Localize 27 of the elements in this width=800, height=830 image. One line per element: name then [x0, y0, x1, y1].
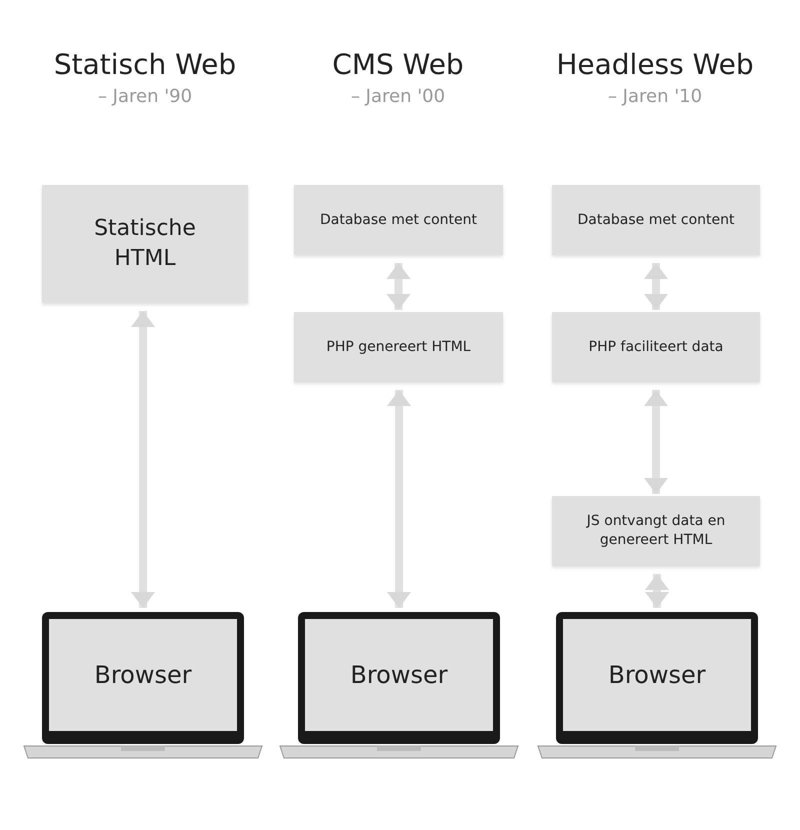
double-arrow: [131, 311, 155, 608]
box-label: Database met content: [320, 210, 478, 230]
screen-label: Browser: [350, 660, 448, 691]
column-title: CMS Web: [332, 48, 464, 81]
double-arrow: [644, 263, 668, 310]
box-label: PHP genereert HTML: [326, 338, 471, 356]
box-label: Database met content: [577, 210, 735, 230]
box-label: JS ontvangt data en genereert HTML: [585, 512, 726, 550]
era-subtitle: – Jaren '10: [608, 86, 702, 107]
box-label: Statische HTML: [93, 215, 197, 273]
screen-label: Browser: [94, 660, 192, 691]
column-title: Statisch Web: [54, 48, 236, 81]
double-arrow: [645, 574, 669, 608]
box-label: PHP faciliteert data: [588, 338, 724, 356]
process-box: [42, 185, 248, 303]
column-title: Headless Web: [556, 48, 754, 81]
double-arrow: [644, 390, 668, 494]
process-box: [294, 185, 503, 255]
process-box: [552, 185, 760, 255]
double-arrow: [386, 263, 410, 310]
process-box: [552, 496, 760, 566]
process-box: [294, 312, 503, 382]
era-subtitle: – Jaren '00: [350, 86, 446, 107]
screen-label: Browser: [608, 660, 706, 691]
era-subtitle: – Jaren '90: [98, 86, 192, 107]
double-arrow: [387, 390, 411, 608]
process-box: [552, 312, 760, 382]
